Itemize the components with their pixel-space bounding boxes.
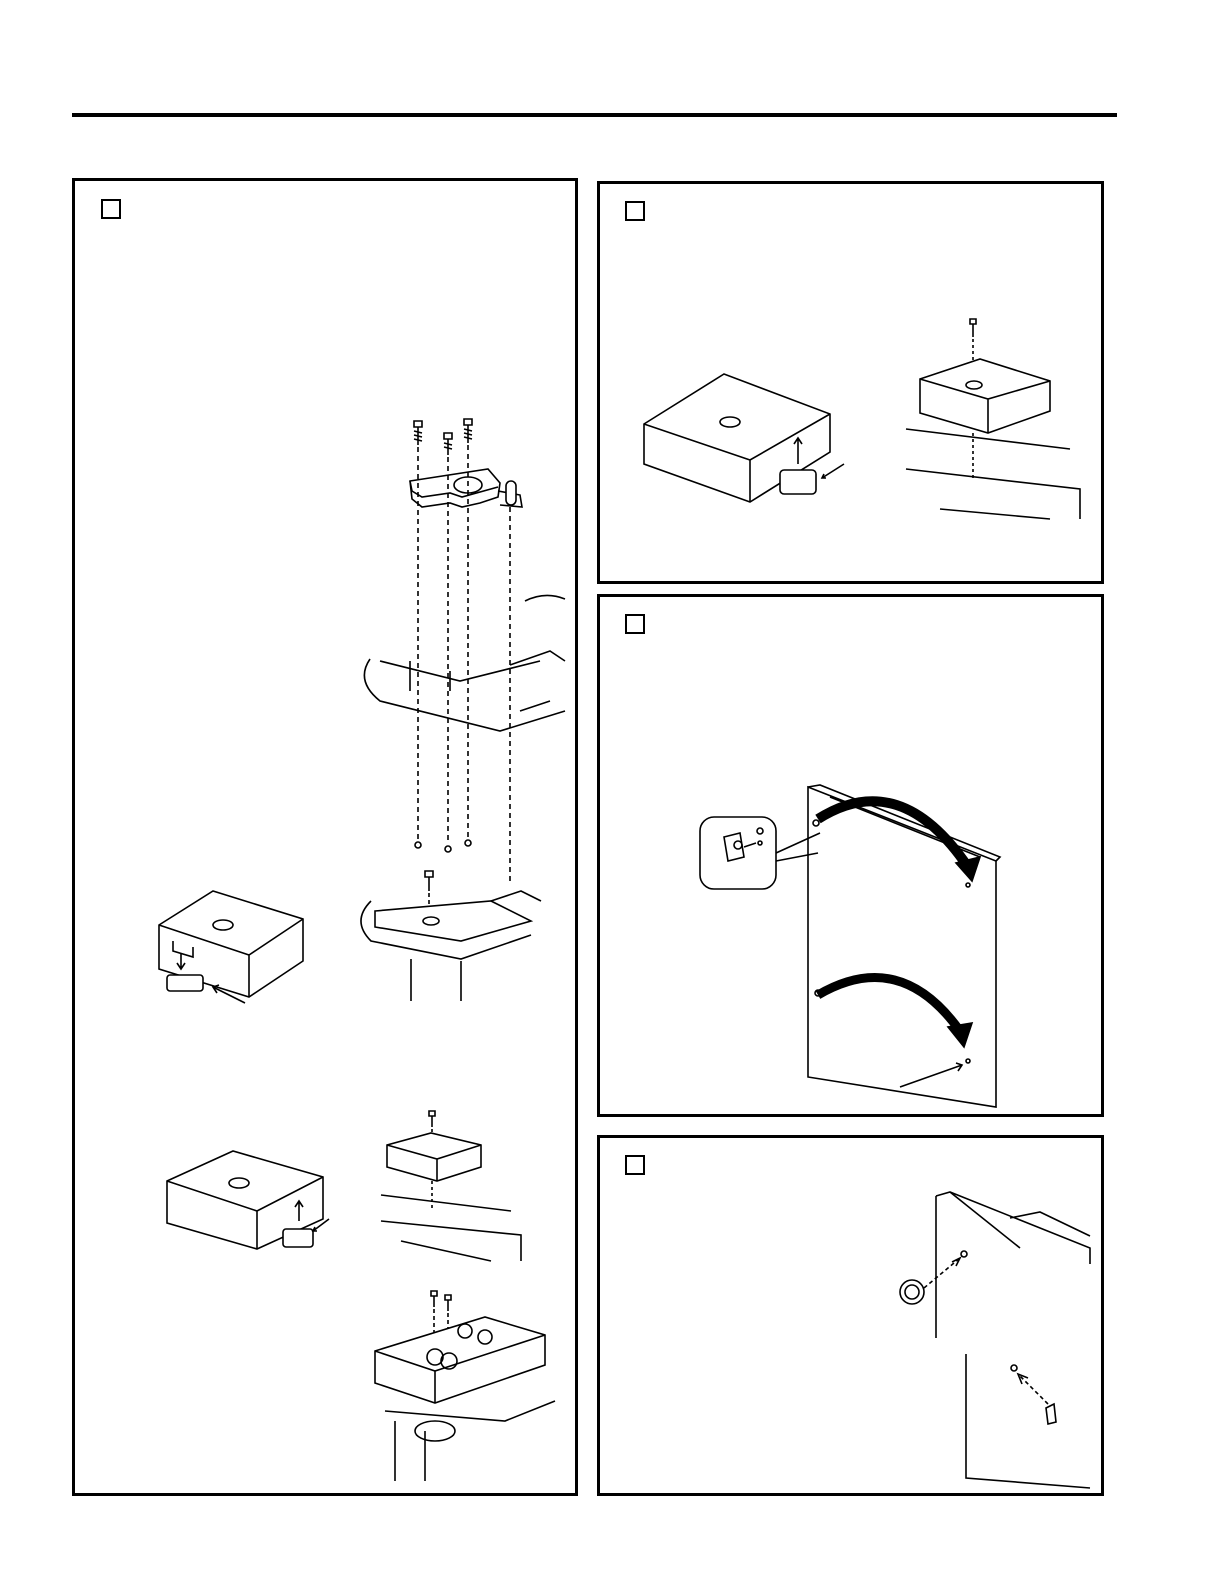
hinge-cover-remove-figure — [153, 881, 313, 1021]
step-checkbox[interactable] — [625, 201, 645, 221]
header-rule — [72, 113, 1117, 117]
step-checkbox[interactable] — [625, 1155, 645, 1175]
door-figure — [700, 777, 1020, 1107]
screw-icon — [425, 871, 433, 891]
arrow-icon — [794, 438, 802, 464]
screw-icon — [970, 319, 976, 337]
hinge-cover-screw-figure — [900, 319, 1090, 519]
screw-icon — [445, 1295, 451, 1311]
hinge-plate-figure — [350, 411, 565, 736]
hinge-cover-small-figure — [371, 1111, 531, 1271]
screw-icon — [429, 1111, 435, 1127]
panel-left — [72, 178, 578, 1496]
screw-icon — [444, 433, 452, 455]
arrow-icon — [822, 464, 844, 478]
door-icon — [808, 785, 1000, 1107]
hinge-cover-tab-figure — [776, 424, 846, 504]
plug-install-figure — [890, 1188, 1100, 1488]
panel-right-bottom — [597, 1135, 1104, 1496]
plug-icon — [1046, 1404, 1056, 1424]
step-checkbox[interactable] — [625, 614, 645, 634]
hinge-cover-install-figure — [163, 1141, 333, 1261]
panel-right-top — [597, 181, 1104, 584]
panel-right-middle — [597, 594, 1104, 1117]
hinge-cover-screw-figure — [351, 871, 551, 1011]
screw-icon — [431, 1291, 437, 1307]
screw-icon — [464, 419, 472, 443]
screw-icon — [414, 421, 422, 445]
step-checkbox[interactable] — [101, 199, 121, 219]
hinge-cover-two-screws-figure — [365, 1291, 565, 1491]
plug-icon — [900, 1280, 924, 1304]
